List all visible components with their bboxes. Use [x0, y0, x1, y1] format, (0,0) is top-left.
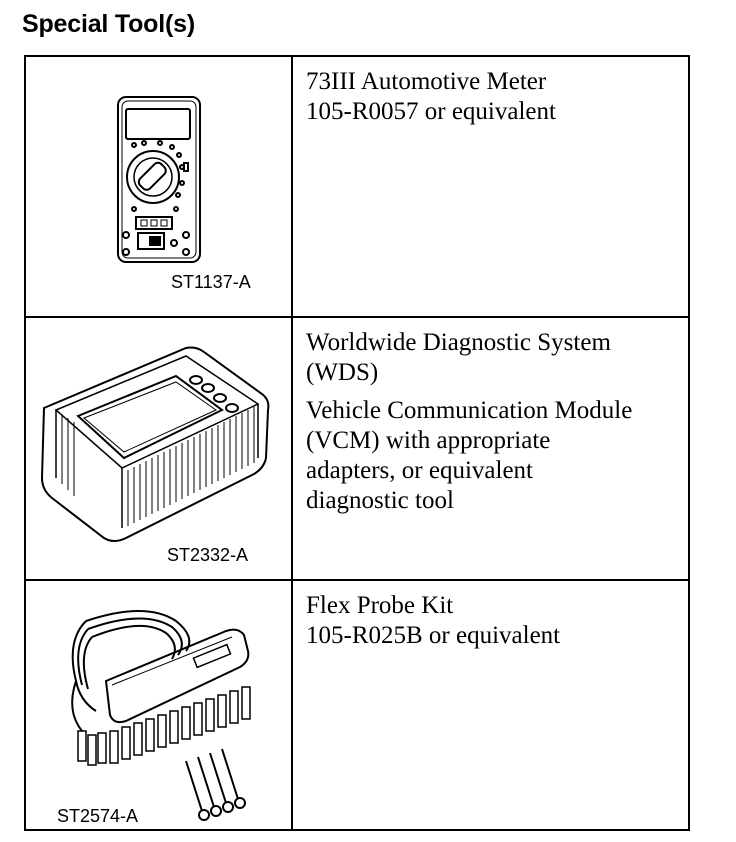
tool-description-cell: Worldwide Diagnostic System (WDS) Vehicl…	[293, 318, 688, 579]
tool-code: ST2332-A	[167, 545, 249, 565]
page-title: Special Tool(s)	[22, 10, 195, 38]
table-row: ST1137-A 73III Automotive Meter 105-R005…	[26, 57, 688, 316]
tool-description-line: (VCM) with appropriate	[306, 427, 551, 454]
tool-code: ST2574-A	[57, 806, 139, 826]
multimeter-icon	[117, 96, 201, 263]
probe-kit-icon	[71, 610, 251, 821]
tool-description-line: 105-R0057 or equivalent	[306, 98, 556, 125]
special-tools-table: ST1137-A 73III Automotive Meter 105-R005…	[24, 55, 690, 831]
diagnostic-tablet-icon	[40, 346, 270, 542]
tool-description-line: adapters, or equivalent	[306, 457, 533, 484]
table-row: ST2574-A Flex Probe Kit 105-R025B or equ…	[26, 579, 688, 829]
tool-image-cell: ST1137-A	[26, 57, 293, 316]
tool-image-cell: ST2574-A	[26, 581, 293, 829]
tool-description-line: 105-R025B or equivalent	[306, 622, 561, 649]
tool-description-cell: Flex Probe Kit 105-R025B or equivalent	[293, 581, 688, 829]
tool-description-cell: 73III Automotive Meter 105-R0057 or equi…	[293, 57, 688, 316]
tool-description-line: Worldwide Diagnostic System	[306, 329, 611, 356]
tool-image-cell: ST2332-A	[26, 318, 293, 579]
table-row: ST2332-A Worldwide Diagnostic System (WD…	[26, 316, 688, 579]
tool-description-line: Flex Probe Kit	[306, 592, 454, 619]
tool-description-line: Vehicle Communication Module	[306, 397, 633, 424]
tool-code: ST1137-A	[171, 272, 251, 292]
tool-description-line: (WDS)	[306, 359, 379, 386]
tool-description-line: 73III Automotive Meter	[306, 68, 547, 95]
tool-description-line: diagnostic tool	[306, 487, 454, 514]
